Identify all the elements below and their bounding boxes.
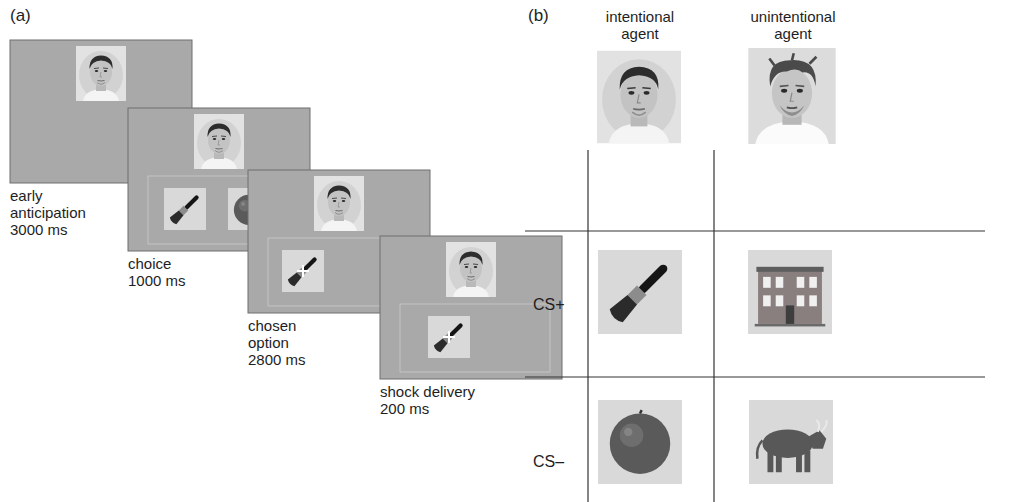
row-header: CS+ <box>533 295 585 314</box>
face-photo <box>597 51 681 143</box>
object-image <box>598 250 682 334</box>
column-header: intentional agent <box>590 8 690 42</box>
object-image <box>749 400 833 484</box>
panel-label: (a) <box>10 6 50 26</box>
phase-label: chosen option 2800 ms <box>248 317 318 368</box>
stimulus-table <box>525 48 985 502</box>
phase-label: shock delivery 200 ms <box>380 383 492 417</box>
object-image <box>598 400 682 484</box>
face-photo <box>748 48 835 144</box>
column-header: unintentional agent <box>737 8 849 42</box>
phase-label: early anticipation 3000 ms <box>10 187 105 238</box>
object-image <box>748 250 832 334</box>
panel-label: (b) <box>528 6 568 26</box>
phase-label: choice 1000 ms <box>128 255 198 289</box>
row-header: CS– <box>533 452 585 471</box>
